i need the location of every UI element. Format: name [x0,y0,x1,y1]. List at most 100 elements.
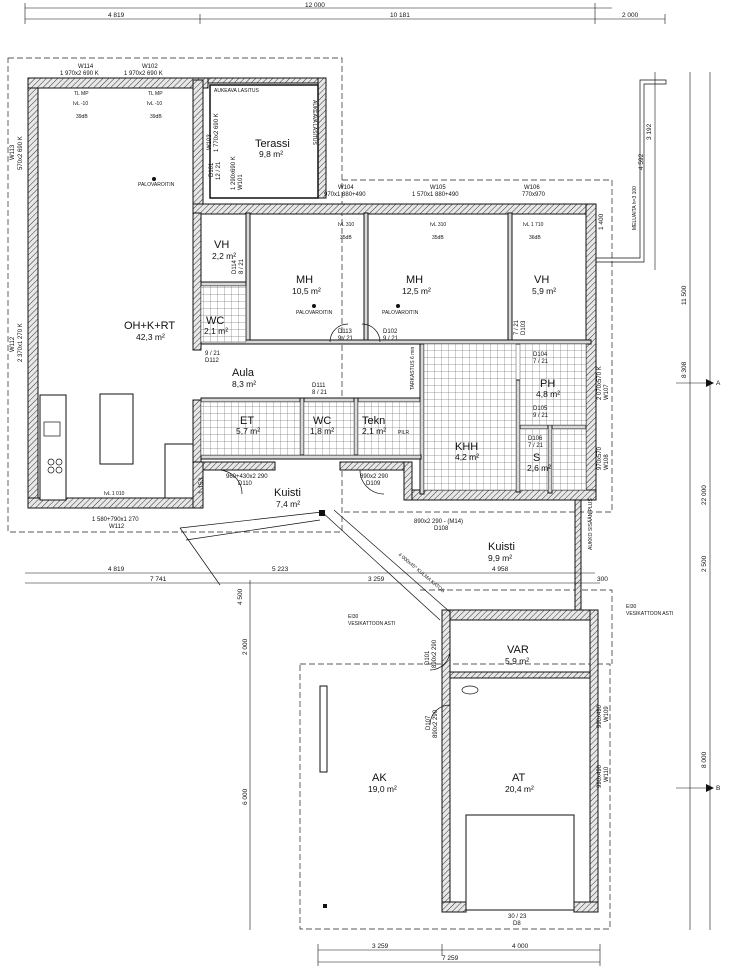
dim-top-seg1: 4 819 [108,12,125,19]
door-d112-size: 9 / 21 [205,351,221,357]
terrace: AUKEAVA LASITUS AUKEAVA LASITUS [209,84,319,199]
smoke-detector-icons [152,177,400,308]
label-ivl-2: IvL -10 [147,101,162,107]
window-w114-size: 1 970x2 690 K [60,71,99,77]
window-w105-size: 1 570x1 880+490 [412,192,459,198]
door-d114-size: 8 / 21 [239,258,245,274]
window-w112-size: 2 370x1 270 K [18,323,24,362]
room-wc1-name: WC [206,315,224,327]
door-swing-icon [359,469,385,495]
dim-top-total: 12 000 [305,2,325,9]
room-s-name: S [533,452,540,464]
dim-right-2: 4 592 [638,153,645,170]
dim-mid-1: 4 819 [108,566,125,573]
window-w110-id: W110 [604,766,610,782]
room-aula-area: 8,3 m² [232,379,256,389]
room-s-area: 2,6 m² [527,463,551,473]
dim-right-3: 1 400 [598,213,605,230]
door-d111-size: 8 / 21 [312,390,328,396]
window-w104-id: W104 [338,185,354,191]
label-palovaroitin-3: PALOVAROITIN [382,310,419,316]
label-36db: 36dB [529,235,541,241]
room-ph-area: 4,8 m² [536,389,560,399]
dim-mid-5: 3 259 [368,576,385,583]
dim-right-6: 22 000 [701,485,708,505]
window-w103-id: W103 [207,134,213,150]
noise-barrier: MELUAITA h=3 100 [596,79,667,263]
window-w108-id: W108 [604,454,610,470]
window-w106-size: 770x970 [522,192,546,198]
door-d106-id: D106 [528,436,543,442]
window-w112-id: W112 [10,336,16,352]
dim-mid-4: 7 741 [150,576,167,583]
room-var-name: VAR [507,644,529,656]
label-ivl-1710: IvL 1 710 [523,222,544,228]
right-dimension-chain: 3 192 4 592 1 400 11 500 8 308 22 000 2 … [598,72,721,930]
label-ivl-1: IvL -10 [73,101,88,107]
room-var-area: 5,9 m² [505,656,529,666]
label-39db-2: 39dB [150,114,162,120]
dim-top-seg3: 2 000 [622,12,639,19]
noise-barrier-label: MELUAITA h=3 100 [632,186,638,230]
room-aula-name: Aula [232,367,255,379]
room-kuisti1-name: Kuisti [274,487,301,499]
grid-marker-b: B [716,785,720,792]
door-swings [217,323,451,726]
garage-left-dimensions: 4 500 2 000 6 000 [237,580,251,930]
door-d107-size: 890x2 290 [433,709,439,738]
roof-outline-1 [7,57,343,533]
room-wc1-area: 2,1 m² [204,326,228,336]
room-kh-area: 4,2 m² [455,452,479,462]
room-vh2-name: VH [534,274,549,286]
roof-outline-2 [342,179,613,513]
label-35db-1: 35dB [340,235,352,241]
label-ivl-1010: IvL 1 010 [104,491,125,497]
door-d109-id: D109 [366,481,381,487]
room-terassi-name: Terassi [255,138,290,150]
room-ak-name: AK [372,772,387,784]
room-kuisti2-name: Kuisti [488,541,515,553]
room-kh-name: KHH [455,441,478,453]
door-d113-id: D113 [338,329,353,335]
door-swing-icon [429,649,451,671]
dim-mid-3: 4 958 [492,566,509,573]
window-w109-id: W109 [604,706,610,722]
room-kuisti2-area: 9,9 m² [488,553,512,563]
misc-labels: PALOVAROITIN PALOVAROITIN PALOVAROITIN 3… [73,91,673,627]
room-et-name: ET [240,415,254,427]
window-w102-id: W102 [142,64,158,70]
door-d101r-size: 12 / 21 [216,161,222,180]
room-kuisti1-area: 7,4 m² [276,499,300,509]
grid-marker-a: A [716,380,721,387]
label-pilr: PILR [398,430,410,436]
label-tlmp-1: TL MP [74,91,89,97]
label-palovaroitin-1: PALOVAROITIN [138,182,175,188]
label-ei30-2b: VESIKATTOON ASTI [626,611,673,617]
smoke-detector-icon [152,177,156,181]
dim-right-7: 2 500 [701,555,708,572]
door-labels: D113 9 / 21 D102 9 / 21 D114 8 / 21 9 / … [205,161,549,927]
window-w109-size: 990x490 [597,704,603,728]
label-39db-1: 39dB [76,114,88,120]
room-wc2-area: 1,8 m² [310,426,334,436]
aukeava-label-1: AUKEAVA LASITUS [214,88,259,94]
door-d108-id: D108 [434,526,449,532]
dim-mid-6: 300 [597,576,608,583]
room-wc2-name: WC [313,415,331,427]
label-ivl-310-2: IvL 310 [430,222,446,228]
label-ei30-1: EI30 [348,614,359,620]
window-w105-id: W105 [430,185,446,191]
dim-right-4: 11 500 [681,285,688,305]
label-ei30-2: EI30 [626,604,637,610]
door-d105-id: D105 [533,406,548,412]
door-d110-id: D110 [238,481,253,487]
door-d102-size: 9 / 21 [383,336,399,342]
door-d105-size: 9 / 21 [533,413,549,419]
dim-bottom-1: 3 259 [372,943,389,950]
room-vh1-area: 2,2 m² [212,251,236,261]
door-swing-icon [329,323,349,343]
door-swing-icon [217,469,243,495]
room-mh1-name: MH [296,274,313,286]
dim-right-5: 8 308 [681,361,688,378]
dim-garage-1: 4 500 [237,588,244,605]
